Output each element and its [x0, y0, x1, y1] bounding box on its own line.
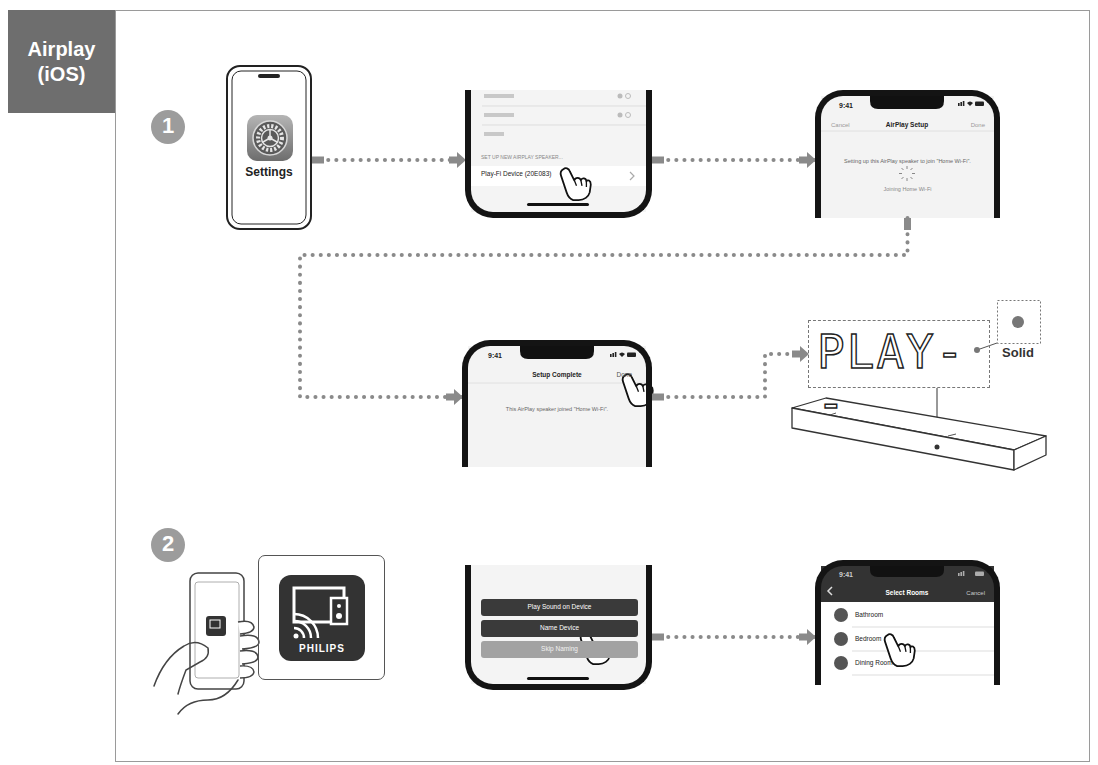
phone-screen: Play Sound on DeviceName DeviceSkip Nami…	[465, 565, 652, 690]
node-text: Dining Room	[855, 659, 965, 667]
phone-screen: 9:41Select RoomsCancelBathroomBedroomDin…	[815, 560, 1000, 685]
soundbar	[792, 301, 1046, 471]
app-icon	[279, 575, 365, 661]
callout-number: 1	[151, 113, 185, 139]
node-text: PHILIPS	[279, 643, 365, 655]
node-text: Play Sound on Device	[481, 603, 638, 611]
step-arrow	[652, 635, 815, 639]
callout-number: 2	[151, 531, 185, 557]
menu-button: Skip Naming	[481, 641, 638, 658]
phone-settings	[232, 71, 306, 224]
node-text: Name Device	[481, 624, 638, 632]
node-text: Setting up this AirPlay speaker to join …	[829, 158, 986, 165]
phone-screen: 9:41CancelAirPlay SetupDoneSetting up th…	[815, 90, 1000, 218]
menu-button: Play Sound on Device	[481, 599, 638, 616]
node-text: Play-Fi Device (20E083)	[481, 170, 571, 178]
node-text: Bathroom	[855, 611, 965, 619]
node-text: Cancel	[831, 122, 871, 129]
node-text: AirPlay Setup	[867, 121, 947, 129]
node-text: Done	[596, 371, 632, 379]
page-title: Airplay (iOS)	[8, 10, 115, 113]
node-text: Select Rooms	[867, 589, 947, 597]
phone-screen: 9:41Setup CompleteDoneThis AirPlay speak…	[462, 340, 652, 467]
page-frame	[8, 10, 1090, 762]
phone-setup-complete	[468, 346, 653, 467]
node-text: Skip Naming	[481, 645, 638, 653]
node-text: PLAY--	[817, 327, 977, 428]
step-arrow	[300, 218, 908, 397]
step-arrow	[652, 158, 815, 162]
phone-select-rooms	[821, 566, 994, 685]
node-text: 9:41	[488, 352, 518, 360]
app-icon-box: PHILIPS	[258, 555, 385, 680]
node-text: 9:41	[839, 571, 869, 579]
phone-screen: Settings	[226, 65, 312, 230]
step-arrow	[312, 158, 465, 162]
node-text: 9:41	[839, 102, 869, 110]
node-text: This AirPlay speaker joined "Home Wi-Fi"…	[476, 406, 638, 413]
node-text: Settings	[232, 165, 306, 179]
step-arrow	[652, 354, 808, 397]
phone-name-device	[471, 565, 646, 684]
node-text: Cancel	[949, 590, 985, 597]
node-text: SET UP NEW AIRPLAY SPEAKER...	[481, 154, 631, 160]
node-text: Setup Complete	[512, 371, 602, 379]
display-panel: PLAY--	[808, 320, 990, 388]
phone-airplay-setup	[821, 96, 994, 218]
node-text: Done	[949, 122, 985, 129]
phone-screen: SET UP NEW AIRPLAY SPEAKER... Play-Fi Dev…	[465, 90, 652, 218]
node-text: Bedroom	[855, 635, 965, 643]
phone-wifi-list	[471, 90, 646, 212]
status-label: Solid	[996, 345, 1040, 360]
node-text: Joining Home Wi-Fi	[851, 186, 964, 193]
menu-button: Name Device	[481, 620, 638, 637]
hand-with-phone	[154, 573, 259, 714]
